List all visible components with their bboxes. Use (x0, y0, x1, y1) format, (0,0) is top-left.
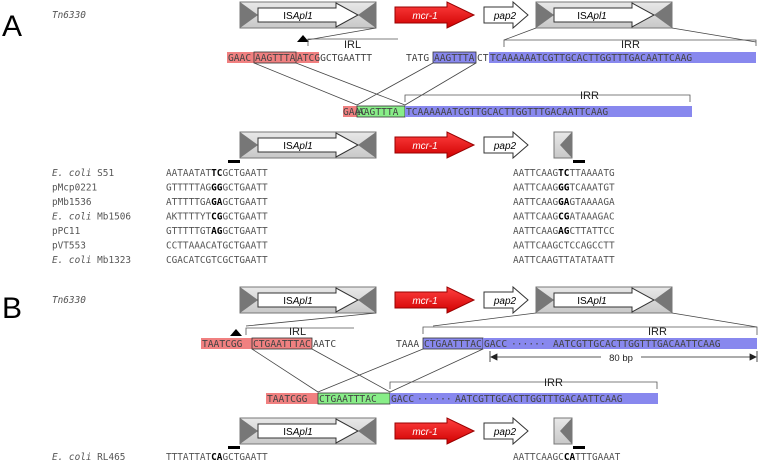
svg-text:ISApl1: ISApl1 (283, 11, 312, 22)
svg-text:mcr-1: mcr-1 (412, 296, 437, 307)
irr-label-a-merged: IRR (580, 90, 599, 102)
pap2-gene-b-bottom: pap2 (483, 416, 529, 446)
pap2-gene-b: pap2 (483, 285, 529, 315)
svg-text:mcr-1: mcr-1 (412, 427, 437, 438)
insertion-site-marker-b (230, 329, 242, 336)
strain-right-seq-6: AATTCAAGTTATATAATT (513, 255, 615, 266)
transposon-label-a: Tn6330 (52, 10, 86, 21)
svg-text:pap2: pap2 (493, 427, 517, 438)
strain-row-b: E. coli RL465 TTTATTATCAGCTGAATT AATTCAAGC… (52, 452, 621, 462)
zoom-lines-b (245, 312, 758, 328)
svg-text:pap2: pap2 (493, 296, 517, 307)
strain-name-0: E. coli S51 (52, 168, 114, 179)
isapl1-element-b-right: ISApl1 (535, 286, 673, 314)
pap2-gene-a-bottom: pap2 (483, 130, 529, 160)
strain-right-seq-b: AATTCAAGCCATTTGAAAT (513, 452, 621, 462)
strain-left-seq-0: AATAATATTCGCTGAATT (166, 168, 268, 179)
strain-right-seq-3: AATTCAAGCGATAAAGAC (513, 212, 615, 223)
isapl1-element-a-bottom: ISApl1 (239, 131, 377, 159)
strain-left-seq-b: TTTATTATCAGCTGAATT (166, 452, 268, 462)
svg-text:ISApl1: ISApl1 (283, 296, 312, 307)
strain-name-b: E. coli RL465 (52, 452, 125, 462)
strain-left-seq-3: AKTTTTYTCGGCTGAATT (166, 212, 268, 223)
mcr1-gene-a: mcr-1 (394, 1, 476, 29)
strain-right-seq-2: AATTCAAGGAGTAAAAGA (513, 197, 615, 208)
strain-left-seq-1: GTTTTTAGGGGCTGAATT (166, 183, 268, 194)
strain-right-seq-1: AATTCAAGGGTCAAATGT (513, 183, 615, 194)
mcr1-gene-a-bottom: mcr-1 (394, 131, 476, 159)
irl-label-a: IRL (344, 39, 361, 51)
irl-label-b: IRL (289, 326, 306, 338)
svg-text:mcr-1: mcr-1 (412, 11, 437, 22)
panel-letter-a: A (2, 10, 22, 43)
isapl1-element-a-right: ISApl1 (535, 1, 673, 29)
svg-text:ISApl1: ISApl1 (283, 141, 312, 152)
strain-table-a: E. coli S51 AATAATATTCGCTGAATT AATTCAAGTCT… (52, 168, 615, 266)
strain-name-3: E. coli Mb1506 (52, 212, 131, 223)
strain-right-seq-5: AATTCAAGCTCCAGCCTT (513, 241, 615, 252)
strain-name-6: E. coli Mb1323 (52, 255, 131, 266)
strain-name-1: pMcp0221 (52, 183, 98, 194)
panel-letter-b: B (2, 292, 22, 325)
strain-name-5: pVT553 (52, 241, 86, 252)
mcr1-gene-b-bottom: mcr-1 (394, 417, 476, 445)
isapl1-element-b-bottom: ISApl1 (239, 417, 377, 445)
strain-left-seq-6: CGACATCGTCGCTGAATT (166, 255, 268, 266)
span-80bp-label: 80 bp (609, 353, 633, 364)
strain-right-seq-4: AATTCAAGAGCTTATTCC (513, 226, 615, 237)
isapl1-fragment-b-bottom (553, 417, 573, 445)
strain-right-seq-0: AATTCAAGTCTTAAAATG (513, 168, 615, 179)
svg-text:pap2: pap2 (493, 11, 517, 22)
isapl1-element-b-left: ISApl1 (239, 286, 377, 314)
strain-name-2: pMb1536 (52, 197, 92, 208)
insertion-site-marker-a (297, 35, 309, 42)
mcr1-gene-b: mcr-1 (394, 286, 476, 314)
irr-label-b-merged: IRR (544, 377, 563, 389)
strain-name-4: pPC11 (52, 226, 81, 237)
svg-text:mcr-1: mcr-1 (412, 141, 437, 152)
isapl1-fragment-a-bottom (553, 131, 573, 159)
svg-text:ISApl1: ISApl1 (577, 296, 606, 307)
svg-text:ISApl1: ISApl1 (577, 11, 606, 22)
svg-text:ISApl1: ISApl1 (283, 427, 312, 438)
svg-text:pap2: pap2 (493, 141, 517, 152)
irr-label-b: IRR (648, 326, 667, 338)
transposon-label-b: Tn6330 (52, 295, 86, 306)
strain-left-seq-4: GTTTTTGTAGGCTGAATT (166, 226, 268, 237)
pap2-gene-a: pap2 (483, 0, 529, 30)
irr-label-a: IRR (621, 39, 640, 51)
strain-left-seq-5: CCTTAAACATGCTGAATT (166, 241, 268, 252)
strain-left-seq-2: ATTTTTGAGAGCTGAATT (166, 197, 268, 208)
isapl1-element-a-left: ISApl1 (239, 1, 377, 29)
